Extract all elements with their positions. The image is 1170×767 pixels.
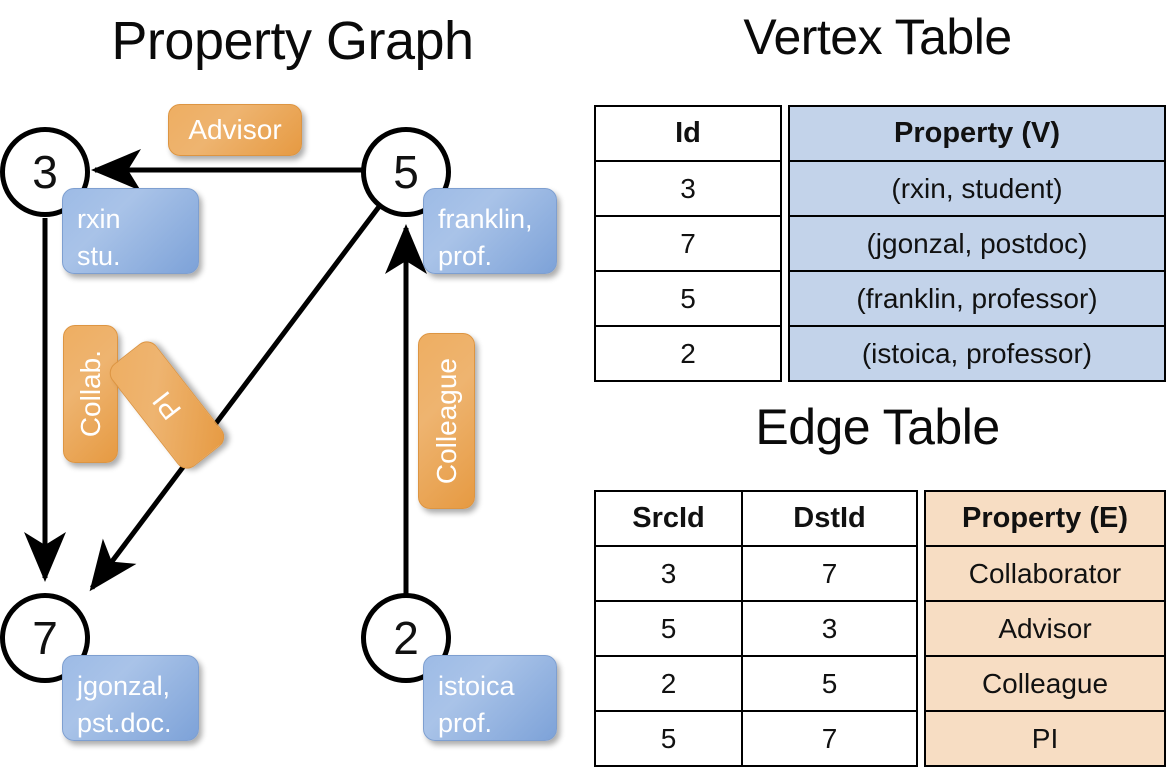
edge-label-collab-text: Collab. [74, 350, 106, 438]
graph-node-7-label: 7 [32, 612, 58, 664]
vertex-property-box-istoica: istoica prof. [423, 655, 557, 741]
page-title-property-graph: Property Graph [111, 11, 474, 71]
vertex-row-3-property: (istoica, professor) [788, 325, 1166, 382]
vertex-property-box-rxin: rxin stu. [62, 188, 199, 274]
vertex-row-1-property: (jgonzal, postdoc) [788, 215, 1166, 272]
vertex-row-3-id: 2 [594, 325, 782, 382]
vertex-table-column-gap [781, 271, 789, 326]
vertex-table-header-row: Id Property (V) [594, 105, 1166, 162]
table-row[interactable]: 2 5 Colleague [594, 655, 1166, 712]
edge-table-column-gap [917, 491, 925, 546]
edge-table-header-property: Property (E) [924, 490, 1166, 547]
edge-row-2-dst: 5 [741, 655, 918, 712]
edge-row-2-src: 2 [594, 655, 743, 712]
graph-node-3-label: 3 [32, 146, 58, 198]
edge-table-header-dstid: DstId [741, 490, 918, 547]
edge-label-advisor-text: Advisor [188, 114, 282, 145]
table-row[interactable]: 3 7 Collaborator [594, 545, 1166, 602]
edge-label-collab: Collab. [63, 325, 118, 463]
vertex-property-istoica-line1: istoica [438, 671, 515, 701]
edge-label-advisor: Advisor [168, 104, 302, 156]
edge-row-1-src: 5 [594, 600, 743, 657]
vertex-table-column-gap [781, 106, 789, 161]
graph-node-5-label: 5 [393, 146, 419, 198]
vertex-table-column-gap [781, 216, 789, 271]
edge-table-column-gap [917, 601, 925, 656]
vertex-property-box-jgonzal: jgonzal, pst.doc. [62, 655, 199, 741]
edge-row-3-src: 5 [594, 710, 743, 767]
table-row[interactable]: 2 (istoica, professor) [594, 325, 1166, 382]
table-row[interactable]: 5 (franklin, professor) [594, 270, 1166, 327]
vertex-property-franklin-line1: franklin, [438, 204, 533, 234]
edge-row-3-property: PI [924, 710, 1166, 767]
edge-label-pi-text: PI [146, 385, 187, 426]
graph-edges-svg [23, 148, 428, 600]
vertex-table-header-property: Property (V) [788, 105, 1166, 162]
edge-row-0-property: Collaborator [924, 545, 1166, 602]
edge-table-column-gap [917, 546, 925, 601]
vertex-row-0-id: 3 [594, 160, 782, 217]
vertex-table-header-id: Id [594, 105, 782, 162]
vertex-property-franklin-line2: prof. [438, 241, 493, 272]
edge-5-to-7-pi [89, 202, 383, 592]
vertex-property-jgonzal-line2: pst.doc. [77, 708, 172, 739]
graph-node-5[interactable]: 5 [361, 127, 451, 217]
vertex-property-istoica-line2: prof. [438, 708, 493, 739]
page-title-edge-table: Edge Table [755, 399, 1000, 455]
vertex-property-rxin-line1: rxin [77, 204, 121, 234]
graph-node-2-label: 2 [393, 612, 419, 664]
page-title-vertex-table: Vertex Table [743, 9, 1012, 65]
edge-table-column-gap [917, 656, 925, 711]
table-row[interactable]: 5 7 PI [594, 710, 1166, 767]
edge-row-1-dst: 3 [741, 600, 918, 657]
vertex-table: Id Property (V) 3 (rxin, student) 7 (jgo… [594, 105, 1166, 382]
edge-row-2-property: Colleague [924, 655, 1166, 712]
table-row[interactable]: 7 (jgonzal, postdoc) [594, 215, 1166, 272]
vertex-property-jgonzal-line1: jgonzal, [77, 671, 171, 701]
edge-table-header-srcid: SrcId [594, 490, 743, 547]
vertex-row-2-id: 5 [594, 270, 782, 327]
vertex-property-box-franklin: franklin, prof. [423, 188, 557, 274]
vertex-property-rxin-line2: stu. [77, 241, 121, 272]
vertex-row-0-property: (rxin, student) [788, 160, 1166, 217]
edge-row-0-src: 3 [594, 545, 743, 602]
vertex-table-column-gap [781, 161, 789, 216]
edge-label-colleague: Colleague [418, 333, 475, 509]
edge-table-column-gap [917, 711, 925, 766]
table-row[interactable]: 3 (rxin, student) [594, 160, 1166, 217]
vertex-row-1-id: 7 [594, 215, 782, 272]
edge-row-1-property: Advisor [924, 600, 1166, 657]
graph-node-2[interactable]: 2 [361, 593, 451, 683]
vertex-row-2-property: (franklin, professor) [788, 270, 1166, 327]
vertex-table-column-gap [781, 326, 789, 381]
edge-label-colleague-text: Colleague [430, 357, 462, 485]
property-graph-diagram: 3 5 7 2 rxin stu. franklin, prof. jgonza… [0, 0, 585, 760]
table-row[interactable]: 5 3 Advisor [594, 600, 1166, 657]
edge-row-0-dst: 7 [741, 545, 918, 602]
edge-row-3-dst: 7 [741, 710, 918, 767]
edge-table-header-row: SrcId DstId Property (E) [594, 490, 1166, 547]
edge-table: SrcId DstId Property (E) 3 7 Collaborato… [594, 490, 1166, 767]
